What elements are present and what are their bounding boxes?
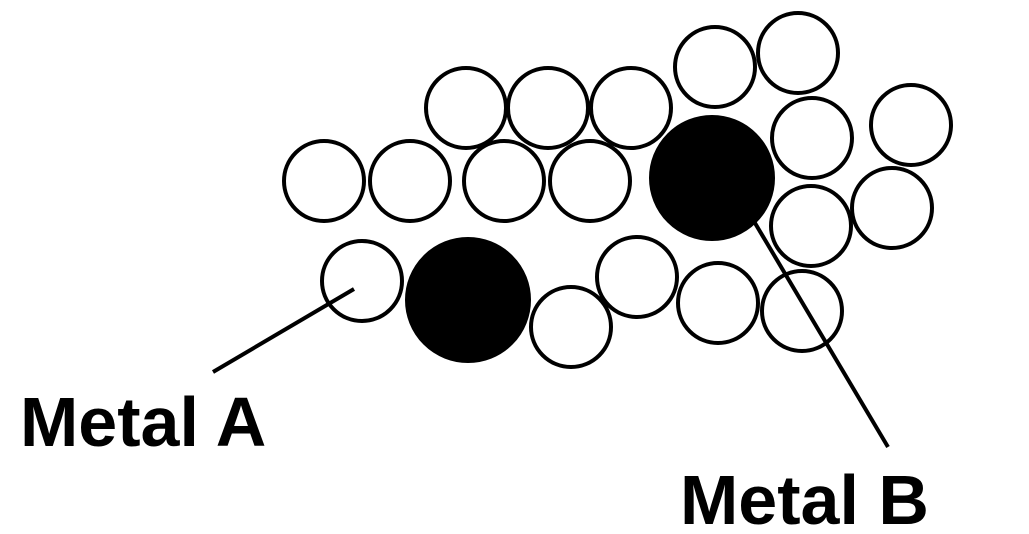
metal-a-atom: [548, 139, 632, 223]
metal-a-atom: [506, 66, 590, 150]
metal-a-atom: [850, 166, 934, 250]
metal-a-atom: [769, 184, 853, 268]
metal-a-atom: [756, 11, 840, 95]
metal-a-atom: [462, 139, 546, 223]
metal-a-atom: [589, 66, 673, 150]
metal-a-atom: [424, 66, 508, 150]
metal-a-atom: [368, 139, 452, 223]
metal-a-atoms: [282, 11, 953, 369]
metal-a-leader-line: [211, 287, 356, 374]
metal-a-atom: [320, 239, 404, 323]
metal-a-atom: [673, 25, 757, 109]
metal-a-atom: [282, 139, 366, 223]
metal-b-atom: [405, 237, 531, 363]
metal-a-label: Metal A: [20, 383, 266, 461]
metal-b-label: Metal B: [680, 461, 929, 534]
metal-a-atom: [529, 285, 613, 369]
metal-a-atom: [676, 261, 760, 345]
metal-a-atom: [869, 83, 953, 167]
metal-a-atom: [770, 96, 854, 180]
metal-b-atom: [649, 115, 775, 241]
metal-a-atom: [595, 235, 679, 319]
metal-b-leader-line: [750, 216, 890, 449]
metal-a-atom: [760, 269, 844, 353]
metal-b-atoms: [405, 115, 775, 363]
